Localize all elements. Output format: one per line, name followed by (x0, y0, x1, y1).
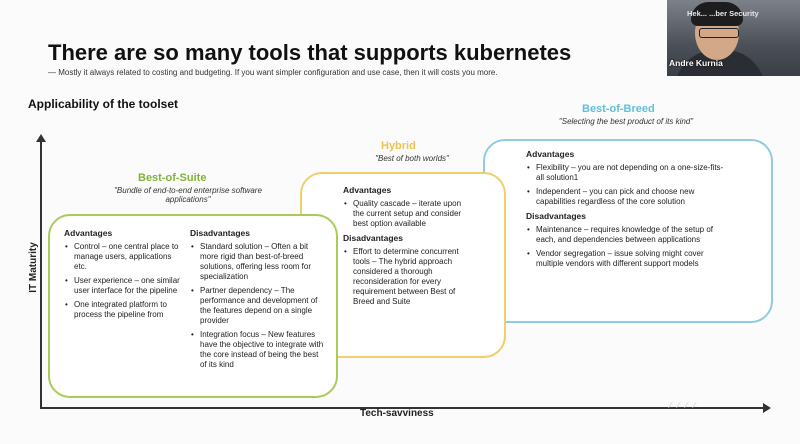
best-of-suite-heading: Best-of-Suite (138, 172, 207, 184)
best-of-suite-disadvantages: Disadvantages Standard solution – Often … (190, 228, 326, 374)
best-of-breed-content: Advantages Flexibility – you are not dep… (526, 149, 726, 273)
list-item: One integrated platform to process the p… (65, 300, 180, 320)
participant-name: Andre Kurnia (669, 58, 723, 68)
list-item: Partner dependency – The performance and… (191, 286, 326, 326)
hybrid-content: Advantages Quality cascade – iterate upo… (343, 185, 463, 311)
hybrid-tagline: "Best of both worlds" (375, 154, 449, 163)
watermark: ∕ ∕ ∕ ∕ (670, 400, 698, 410)
list-item: Effort to determine concurrent tools – T… (344, 247, 463, 307)
section-label: Applicability of the toolset (28, 97, 179, 111)
webcam-brand-text: Hek... ...ber Security (687, 9, 759, 18)
list-item: Independent – you can pick and choose ne… (527, 187, 726, 207)
x-axis-arrow (763, 403, 771, 413)
list-item: Flexibility – you are not depending on a… (527, 163, 726, 183)
best-of-breed-advantages-title: Advantages (526, 149, 575, 159)
slide-title: There are so many tools that supports ku… (48, 40, 572, 65)
best-of-breed-disadvantages-title: Disadvantages (526, 211, 586, 221)
x-axis-label: Tech-savviness (360, 408, 434, 419)
best-of-suite-advantages: Advantages Control – one central place t… (64, 228, 180, 324)
list-item: Quality cascade – iterate upon the curre… (344, 199, 463, 229)
webcam-person-hair (691, 2, 743, 26)
best-of-breed-tagline: "Selecting the best product of its kind" (558, 117, 694, 126)
y-axis-arrow (36, 134, 46, 142)
best-of-suite-disadvantages-title: Disadvantages (190, 228, 250, 238)
list-item: Maintenance – requires knowledge of the … (527, 225, 726, 245)
list-item: Control – one central place to manage us… (65, 242, 180, 272)
y-axis-label: IT Maturity (27, 242, 39, 293)
x-axis-line (40, 407, 765, 409)
list-item: Vendor segregation – issue solving might… (527, 249, 726, 269)
hybrid-advantages-title: Advantages (343, 185, 392, 195)
best-of-suite-tagline: "Bundle of end-to-end enterprise softwar… (114, 186, 262, 204)
hybrid-disadvantages-title: Disadvantages (343, 233, 403, 243)
webcam-video[interactable]: Hek... ...ber Security Andre Kurnia (667, 0, 800, 76)
webcam-person-glasses (699, 28, 739, 38)
list-item: Integration focus – New features have th… (191, 330, 326, 370)
list-item: User experience – one similar user inter… (65, 276, 180, 296)
hybrid-heading: Hybrid (381, 140, 416, 152)
list-item: Standard solution – Often a bit more rig… (191, 242, 326, 282)
best-of-breed-heading: Best-of-Breed (582, 103, 655, 115)
best-of-suite-advantages-title: Advantages (64, 228, 113, 238)
slide-subtitle: — Mostly it always related to costing an… (48, 68, 498, 77)
y-axis-line (40, 140, 42, 408)
